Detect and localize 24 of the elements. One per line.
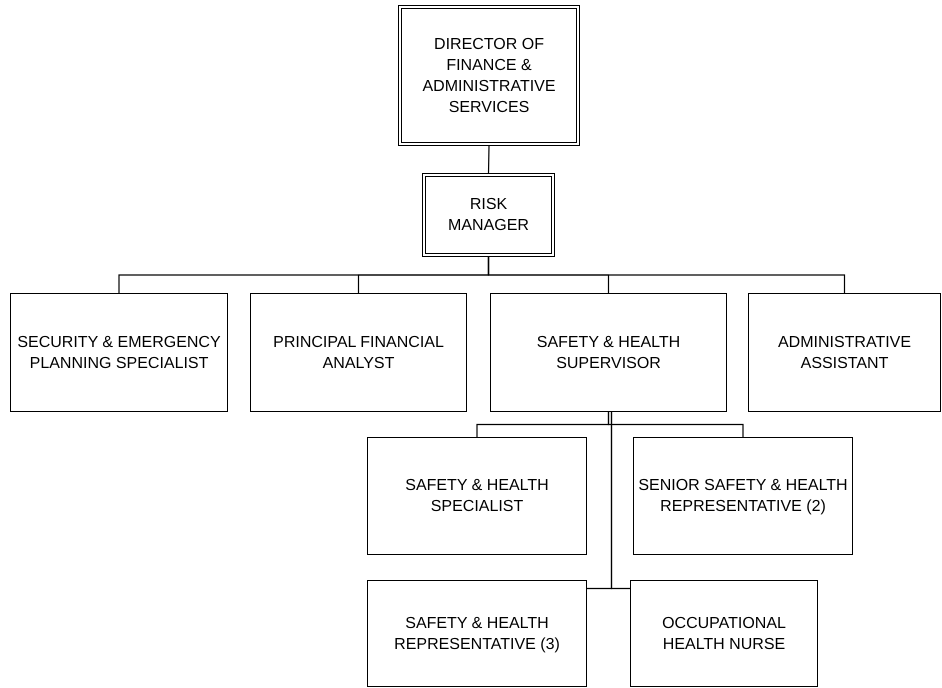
position-title: SAFETY & HEALTH SUPERVISOR bbox=[536, 332, 682, 374]
position-box bbox=[748, 293, 941, 412]
position-box bbox=[490, 293, 727, 412]
position-title: SECURITY & EMERGENCY PLANNING SPECIALIST bbox=[16, 332, 222, 374]
position-box bbox=[10, 293, 228, 412]
position-title: SAFETY & HEALTH REPRESENTATIVE (3) bbox=[393, 614, 561, 654]
position-box bbox=[630, 580, 818, 687]
position-title: OCCUPATIONAL HEALTH NURSE bbox=[661, 614, 787, 654]
connector-line bbox=[608, 412, 744, 437]
connector-line bbox=[610, 412, 630, 590]
title-box bbox=[398, 5, 580, 146]
connector-line bbox=[488, 146, 490, 174]
position-title: DIRECTOR OF FINANCE & ADMINISTRATIVE SERVICES bbox=[421, 34, 557, 118]
position-box bbox=[250, 293, 467, 412]
position-title: RISK MANAGER bbox=[447, 195, 530, 236]
position-box bbox=[367, 437, 587, 555]
position-title: ADMINISTRATIVE ASSISTANT bbox=[776, 332, 912, 374]
position-box bbox=[367, 580, 587, 687]
position-title: PRINCIPAL FINANCIAL ANALYST bbox=[272, 332, 445, 374]
position-box bbox=[633, 437, 853, 555]
connector-line bbox=[488, 257, 846, 293]
position-title: SENIOR SAFETY & HEALTH REPRESENTATIVE (2) bbox=[637, 476, 849, 517]
position-title: SAFETY & HEALTH SPECIALIST bbox=[404, 476, 550, 517]
title-box bbox=[422, 173, 555, 257]
